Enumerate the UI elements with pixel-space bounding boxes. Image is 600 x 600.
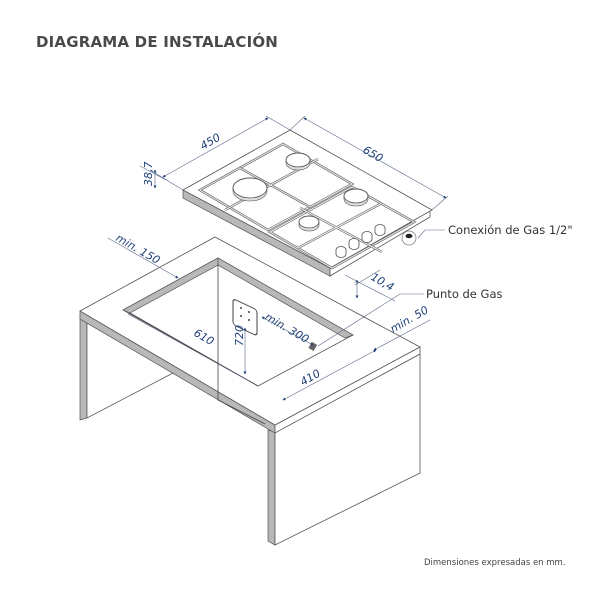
cabinet-left-leg-edge [79, 311, 88, 421]
knob-2 [348, 238, 360, 250]
knob-3 [361, 231, 373, 243]
leader-gas-point [317, 293, 424, 347]
page-title: DIAGRAMA DE INSTALACIÓN [36, 33, 279, 51]
dim-height-38-7: 38,7 [142, 162, 155, 187]
gas-point-icon [308, 341, 318, 351]
dim-720: 720 [233, 325, 246, 346]
dim-offset-10-4: 10,4 [369, 270, 397, 294]
burner-small [298, 215, 320, 232]
cutout-back-wall-right [217, 257, 354, 339]
leader-gas-connection [417, 229, 445, 239]
dimension-lines [107, 115, 449, 401]
dim-depth-450: 450 [198, 131, 223, 153]
control-knobs [335, 224, 386, 258]
knob-1 [335, 246, 347, 258]
footer-note: Dimensiones expresadas en mm. [424, 558, 566, 568]
dim-min-150: min. 150 [114, 231, 163, 267]
wall-outlet-icon [232, 299, 258, 336]
knob-4 [374, 224, 386, 236]
burner-large [232, 177, 268, 202]
cabinet [79, 236, 421, 546]
gas-connection-icon [401, 230, 417, 246]
label-gas-connection: Conexión de Gas 1/2" [448, 223, 573, 237]
burner-back [285, 152, 311, 171]
burner-right [343, 188, 369, 207]
cabinet-front-leg-edge [267, 429, 276, 546]
label-gas-point: Punto de Gas [426, 287, 503, 301]
